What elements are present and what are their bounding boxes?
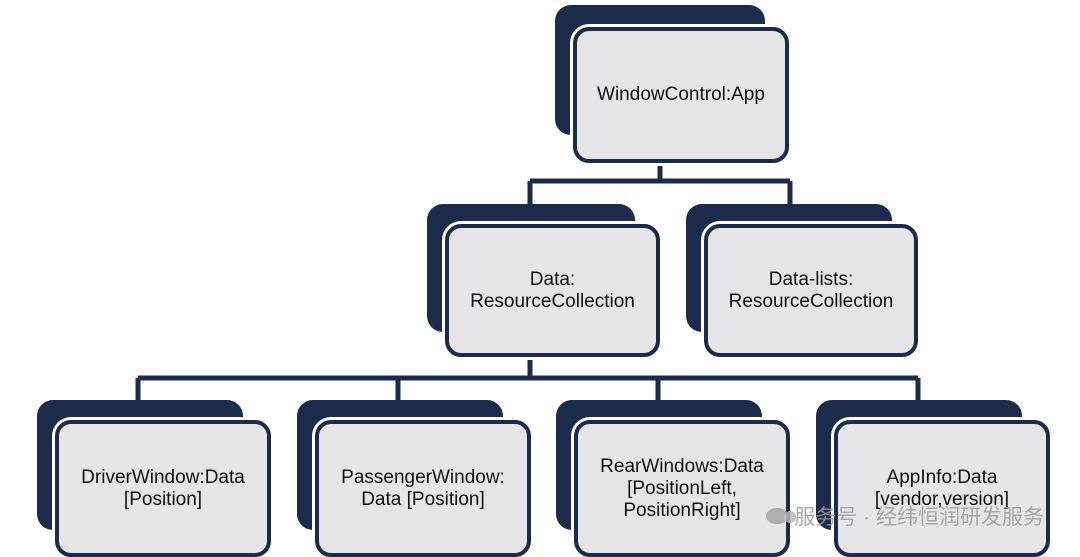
node-datalists-resourcecollection: Data-lists: ResourceCollection [686, 204, 920, 359]
node-label: RearWindows:Data [PositionLeft, Position… [600, 455, 764, 521]
node-appinfo-data: AppInfo:Data [vendor,version] [816, 400, 1052, 557]
node-windowcontrol-app: WindowControl:App [555, 5, 791, 165]
watermark: 服务号 · 经纬恒润研发服务 [766, 501, 1044, 531]
node-passengerwindow-data: PassengerWindow: Data [Position] [297, 400, 533, 557]
node-label: Data-lists: ResourceCollection [728, 268, 894, 312]
node-label: AppInfo:Data [vendor,version] [874, 466, 1010, 510]
node-label: DriverWindow:Data [Position] [81, 466, 245, 510]
node-rearwindows-data: RearWindows:Data [PositionLeft, Position… [556, 400, 792, 557]
node-label: PassengerWindow: Data [Position] [341, 466, 505, 510]
watermark-text: 服务号 · 经纬恒润研发服务 [794, 506, 1044, 529]
node-label: WindowControl:App [597, 84, 765, 105]
node-data-resourcecollection: Data: ResourceCollection [427, 204, 662, 359]
node-driverwindow-data: DriverWindow:Data [Position] [37, 400, 273, 557]
wechat-icon [766, 508, 797, 524]
node-label: Data: ResourceCollection [470, 268, 635, 312]
